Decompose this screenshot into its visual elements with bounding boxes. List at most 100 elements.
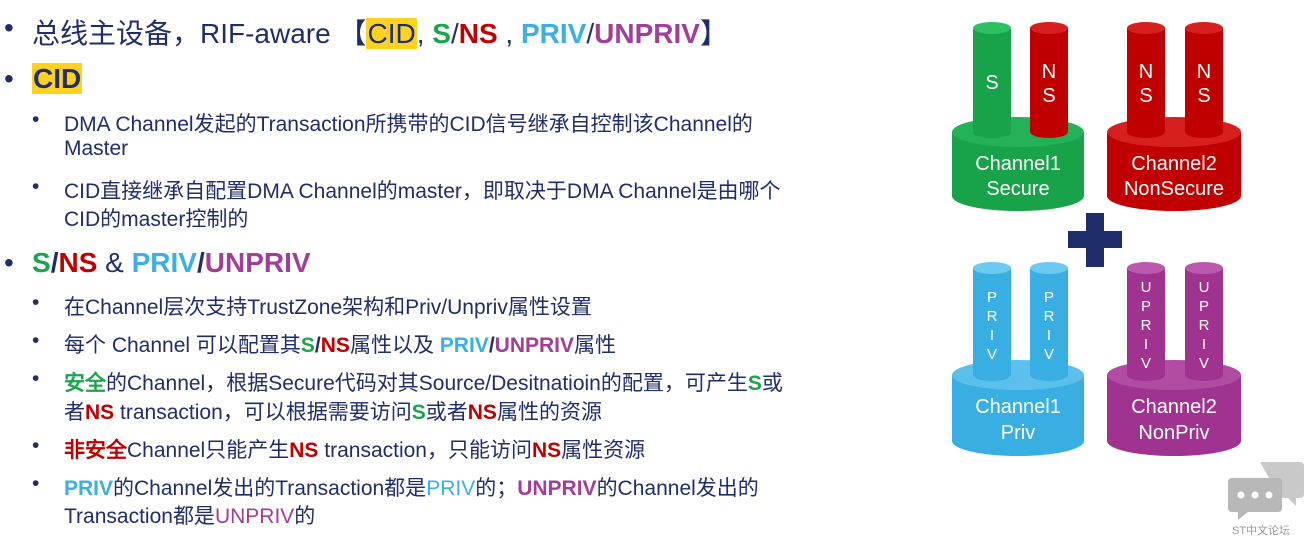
sub-bullet: • [32,434,40,457]
sub-bullet: • [32,175,40,198]
attr-item-1: 在Channel层次支持TrustZone架构和Priv/Unpriv属性设置 [64,296,592,319]
channel-diagram: S N S Channel1 Secure N S N S Channel2 N… [952,22,1241,456]
title-line: 总线主设备，RIF-aware 【CID, S/NS , PRIV/UNPRIV… [32,12,728,52]
pillar-unpriv [1185,262,1223,381]
s-label: S [747,372,762,395]
unpriv-label: UNPRIV [204,247,311,278]
pillar-label: P [987,289,997,306]
pillar-ns [1030,22,1068,138]
channel-label: Priv [1001,422,1035,444]
pillar-s [973,22,1011,138]
pillar-label: N [1042,61,1056,83]
pillar-label: R [1141,317,1152,334]
text: 属性资源 [561,439,646,462]
ns-label: NS [467,401,497,424]
cid-highlight: CID [366,18,417,49]
attr-item-4: 非安全Channel只能产生NS transaction，只能访问NS属性资源 [64,434,645,464]
pillar-label: S [1042,85,1055,107]
channel-label: Channel2 [1131,153,1217,175]
pillar-label: P [1141,298,1151,315]
channel-label: Channel2 [1131,396,1217,418]
attr-item-5-line1: PRIV的Channel发出的Transaction都是PRIV的；UNPRIV… [64,472,759,502]
sub-bullet: • [32,291,40,314]
text: 的； [475,477,518,500]
comma: , [497,18,514,49]
pillar-label: S [1197,85,1210,107]
attr-heading: S/NS & PRIV/UNPRIV [32,247,311,279]
text: 属性 [574,334,617,357]
cid-heading-text: CID [32,63,83,94]
pillar-label: I [1047,327,1051,344]
pillar-priv [1030,262,1068,381]
unpriv-label: UNPRIV [214,505,295,528]
ns-label: NS [320,334,350,357]
channel-label: NonPriv [1138,422,1209,444]
slash: / [196,247,205,278]
attr-item-2: 每个 Channel 可以配置其S/NS属性以及 PRIV/UNPRIV属性 [64,329,616,359]
ns-label: NS [58,247,98,278]
sub-bullet: • [32,472,40,495]
unpriv-label: UNPRIV [517,477,597,500]
pillar-ns [1127,22,1165,138]
text: 的 [294,505,316,528]
watermark-text: ST中文论坛 [1232,525,1291,537]
pillar-label: I [1202,336,1206,353]
pillar-label: V [987,346,997,363]
slash: / [488,334,495,357]
channel-label: Secure [986,178,1049,200]
s-label: S [32,247,51,278]
ns-label: NS [458,18,498,49]
cid-item-1-line1: DMA Channel发起的Transaction所携带的CID信号继承自控制该… [64,113,753,136]
cid-item-1-line2: Master [64,137,129,160]
priv-label: PRIV [426,477,476,500]
pillar-unpriv [1127,262,1165,381]
text: 的Channel发出的Transaction都是 [113,477,427,500]
forum-chat-icon [1228,462,1304,520]
pillar-label: R [1199,317,1210,334]
pillar-label: V [1199,355,1209,372]
s-label: S [411,401,426,424]
pillar-label: P [1044,289,1054,306]
pillar-label: U [1141,279,1152,296]
priv-label: PRIV [439,334,489,357]
channel-label: NonSecure [1124,178,1224,200]
ampersand: & [97,247,132,278]
priv-label: PRIV [521,18,587,49]
text: 者 [64,401,85,424]
text: 或者 [425,401,468,424]
cid-item-2-line1: CID直接继承自配置DMA Channel的master，即取决于DMA Cha… [64,180,781,203]
channel-label: Channel1 [975,153,1061,175]
text: 的Channel，根据Secure代码对其Source/Desitnatioin… [106,372,748,395]
sub-bullet: • [32,329,40,352]
attr-item-3-line1: 安全的Channel，根据Secure代码对其Source/Desitnatio… [64,367,783,397]
ns-label: NS [531,439,562,462]
channel1-secure-cylinder: S N S Channel1 Secure [952,22,1084,211]
pillar-label: N [1197,61,1211,83]
text: Channel只能产生 [127,439,290,462]
text: 属性的资源 [496,401,602,424]
channel-label: Channel1 [975,396,1061,418]
secure-label: 安全 [64,372,106,395]
pillar-label: R [987,308,998,325]
text: transaction，可以根据需要访问 [114,401,412,424]
bullet: • [4,63,14,94]
title-text: 总线主设备，RIF-aware 【 [32,18,367,49]
pillar-label: I [1144,336,1148,353]
ns-label: NS [289,439,319,462]
pillar-label: V [1141,355,1151,372]
bullet: • [4,247,14,278]
pillar-label: P [1199,298,1209,315]
sub-bullet: • [32,367,40,390]
cid-heading: CID [32,63,83,95]
attr-item-5-line2: Transaction都是UNPRIV的 [64,500,315,530]
bullet: • [4,12,14,43]
slash: / [586,18,595,49]
unpriv-label: UNPRIV [594,18,700,49]
pillar-label: I [990,327,994,344]
pillar-label: V [1044,346,1054,363]
s-label: S [300,334,315,357]
text: 每个 Channel 可以配置其 [64,334,301,357]
pillar-label: S [1139,85,1152,107]
pillar-ns [1185,22,1223,138]
attr-item-3-line2: 者NS transaction，可以根据需要访问S或者NS属性的资源 [64,396,602,426]
